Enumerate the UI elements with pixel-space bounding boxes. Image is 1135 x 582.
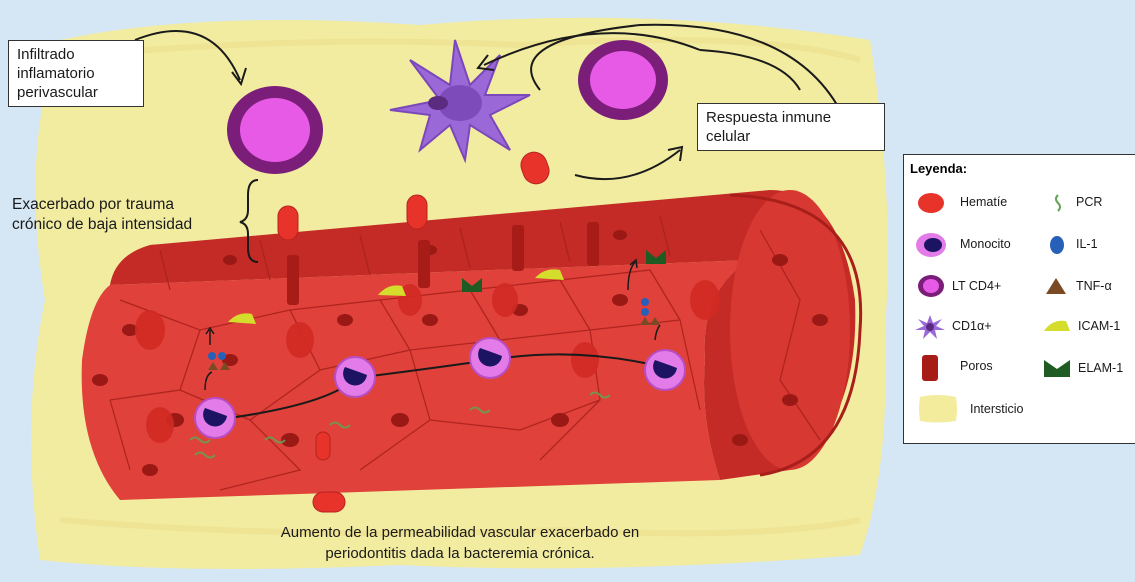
legend-item-hematie: Hematíe [960,195,1007,209]
pore-icon [918,353,942,383]
infiltrado-line-1: Infiltrado [17,45,135,64]
legend-item-lt-cd4: LT CD4+ [952,279,1001,293]
intersticio-icon [916,391,960,425]
lt-cd4-icon [916,273,946,299]
pcr-icon [1048,191,1068,215]
exacerbado-line-1: Exacerbado por trauma [12,195,192,215]
legend-item-cd1a: CD1α+ [952,319,992,333]
infiltrado-line-2: inflamatorio [17,64,135,83]
lt-cd4-cell [227,86,323,174]
icam1-icon [1042,315,1072,335]
respuesta-line-2: celular [706,127,876,146]
monocyte-icon [914,231,948,259]
legend-item-intersticio: Intersticio [970,402,1024,416]
legend-item-pcr: PCR [1076,195,1102,209]
legend-item-tnf: TNF-α [1076,279,1112,293]
legend-item-icam1: ICAM-1 [1078,319,1120,333]
legend-item-il1: IL-1 [1076,237,1098,251]
legend: Leyenda: Hematíe PCR Monocito IL-1 LT CD… [903,154,1135,444]
exacerbado-line-2: crónico de baja intensidad [12,215,192,235]
elam1-icon [1042,357,1072,379]
respuesta-box: Respuesta inmune celular [697,103,885,151]
legend-item-monocito: Monocito [960,237,1011,251]
legend-item-poros: Poros [960,359,993,373]
rbc-icon [916,191,946,215]
caption: Aumento de la permeabilidad vascular exa… [180,522,740,564]
il1-icon [1047,233,1067,257]
infiltrado-line-3: perivascular [17,83,135,102]
legend-item-elam1: ELAM-1 [1078,361,1123,375]
cd1a-icon [912,311,948,341]
caption-line-1: Aumento de la permeabilidad vascular exa… [180,522,740,543]
lt-cd4-cell [578,40,668,120]
tnf-icon [1044,275,1068,297]
respuesta-line-1: Respuesta inmune [706,108,876,127]
exacerbado-label: Exacerbado por trauma crónico de baja in… [12,195,192,235]
caption-line-2: periodontitis dada la bacteremia crónica… [180,543,740,564]
legend-title: Leyenda: [910,161,967,176]
infiltrado-box: Infiltrado inflamatorio perivascular [8,40,144,107]
